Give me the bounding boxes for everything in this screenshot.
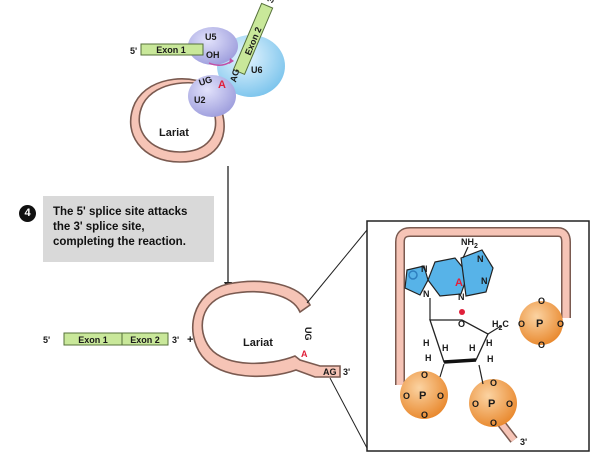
phosphate-left-bond bbox=[439, 363, 445, 378]
top-exon1-bar bbox=[140, 43, 204, 56]
phosphate-left-o-left: O bbox=[403, 391, 410, 401]
ring-n-3: N bbox=[481, 276, 488, 286]
ribose-ring bbox=[429, 319, 489, 363]
chemical-inset: NH2 N N N N N A O H H H H H H H2C P O O … bbox=[366, 220, 590, 452]
spliced-exons: 5' Exon 1 Exon 2 3' + bbox=[43, 332, 193, 346]
backbone-fill bbox=[396, 228, 570, 385]
product-exon2-bar bbox=[121, 332, 169, 346]
phosphate-bottom-o-right: O bbox=[506, 399, 513, 409]
step-line-3: completing the reaction. bbox=[53, 236, 186, 248]
c5-bond bbox=[487, 325, 502, 335]
ribose-bold-edge bbox=[443, 358, 477, 364]
phosphate-left-p: P bbox=[419, 390, 426, 402]
product-ug-label: UG bbox=[303, 327, 313, 341]
u2-label: U2 bbox=[194, 95, 206, 105]
h-5: H bbox=[425, 353, 432, 363]
h-3: H bbox=[469, 343, 476, 353]
adenine-a-label: A bbox=[455, 277, 463, 289]
u2-snrnp bbox=[188, 75, 236, 117]
phosphate-bottom: P O O O O bbox=[469, 364, 517, 428]
attack-arrowhead bbox=[229, 58, 234, 64]
phosphate-bottom-ball bbox=[469, 379, 517, 427]
top-ag-label: AG bbox=[228, 68, 241, 84]
ribose-o: O bbox=[458, 319, 465, 329]
zoom-line-top bbox=[306, 229, 368, 304]
inset-three-prime: 3' bbox=[520, 437, 527, 447]
h-4: H bbox=[486, 338, 493, 348]
phosphate-bottom-o-left: O bbox=[472, 399, 479, 409]
h2c-label: H2C bbox=[492, 319, 509, 332]
h-1: H bbox=[423, 338, 430, 348]
phosphate-left-o-bottom: O bbox=[421, 410, 428, 420]
u5-label: U5 bbox=[205, 32, 217, 42]
product-exon2-label: Exon 2 bbox=[130, 335, 160, 345]
step-line-2: the 3' splice site, bbox=[53, 221, 145, 233]
top-three-prime: 3' bbox=[265, 0, 277, 4]
product-exon1-label: Exon 1 bbox=[78, 335, 108, 345]
ring-n-2: N bbox=[477, 254, 484, 264]
nh2-bond bbox=[462, 246, 469, 259]
phosphate-bottom-o-top: O bbox=[490, 378, 497, 388]
product-branch-a: A bbox=[301, 349, 308, 359]
h-6: H bbox=[487, 354, 494, 364]
phosphate-left: P O O O O bbox=[400, 363, 448, 420]
top-exon2-bar bbox=[232, 2, 274, 76]
top-lariat-label: Lariat bbox=[159, 127, 189, 139]
u6-label: U6 bbox=[251, 65, 263, 75]
phosphate-bottom-p: P bbox=[488, 398, 495, 410]
phosphate-right-o-right: O bbox=[557, 319, 564, 329]
product-lariat: Lariat UG A AG 3' bbox=[191, 280, 350, 378]
phosphate-bottom-bond bbox=[478, 364, 484, 385]
phosphate-right-o-bottom: O bbox=[538, 340, 545, 350]
top-exon1-label: Exon 1 bbox=[156, 45, 186, 55]
ring-n-1: N bbox=[421, 264, 428, 274]
ring-n-4: N bbox=[423, 289, 430, 299]
phosphate-right-o-top: O bbox=[538, 296, 545, 306]
phosphate-left-o-right: O bbox=[437, 391, 444, 401]
adenine-ring-3 bbox=[404, 265, 429, 296]
top-ug-label: UG bbox=[198, 74, 214, 88]
top-branch-a: A bbox=[218, 79, 226, 91]
product-lariat-label: Lariat bbox=[243, 337, 273, 349]
adenine-ring-2 bbox=[460, 249, 494, 297]
step-number-badge: 4 bbox=[19, 205, 36, 222]
product-lariat-loop bbox=[191, 280, 341, 378]
phosphate-right-ball bbox=[519, 301, 563, 345]
red-o-marker bbox=[459, 309, 465, 315]
phosphate-right-p: P bbox=[536, 318, 543, 330]
c8-marker bbox=[408, 270, 418, 280]
h-2: H bbox=[442, 343, 449, 353]
step-line-1: The 5' splice site attacks bbox=[53, 206, 188, 218]
product-lariat-three-prime: 3' bbox=[343, 367, 350, 377]
nh2-label: NH2 bbox=[461, 237, 478, 250]
plus-sign: + bbox=[187, 334, 193, 346]
product-five-prime: 5' bbox=[43, 335, 50, 345]
top-complex: Exon 1 5' Exon 2 3' AG OH U5 U6 U2 UG A … bbox=[129, 0, 285, 163]
zoom-line-bottom bbox=[329, 377, 368, 449]
top-oh-label: OH bbox=[206, 50, 220, 60]
phosphate-bottom-o-bottom: O bbox=[490, 418, 497, 428]
step-description-box: The 5' splice site attacks the 3' splice… bbox=[43, 196, 214, 262]
ring-n-5: N bbox=[458, 292, 465, 302]
phosphate-right: P O O O O bbox=[518, 296, 564, 350]
top-five-prime: 5' bbox=[130, 46, 137, 56]
phosphate-left-ball bbox=[400, 371, 448, 419]
product-three-prime: 3' bbox=[172, 335, 179, 345]
product-ag-label: AG bbox=[323, 367, 337, 377]
phosphate-left-o-top: O bbox=[421, 370, 428, 380]
phosphate-right-o-left: O bbox=[518, 319, 525, 329]
